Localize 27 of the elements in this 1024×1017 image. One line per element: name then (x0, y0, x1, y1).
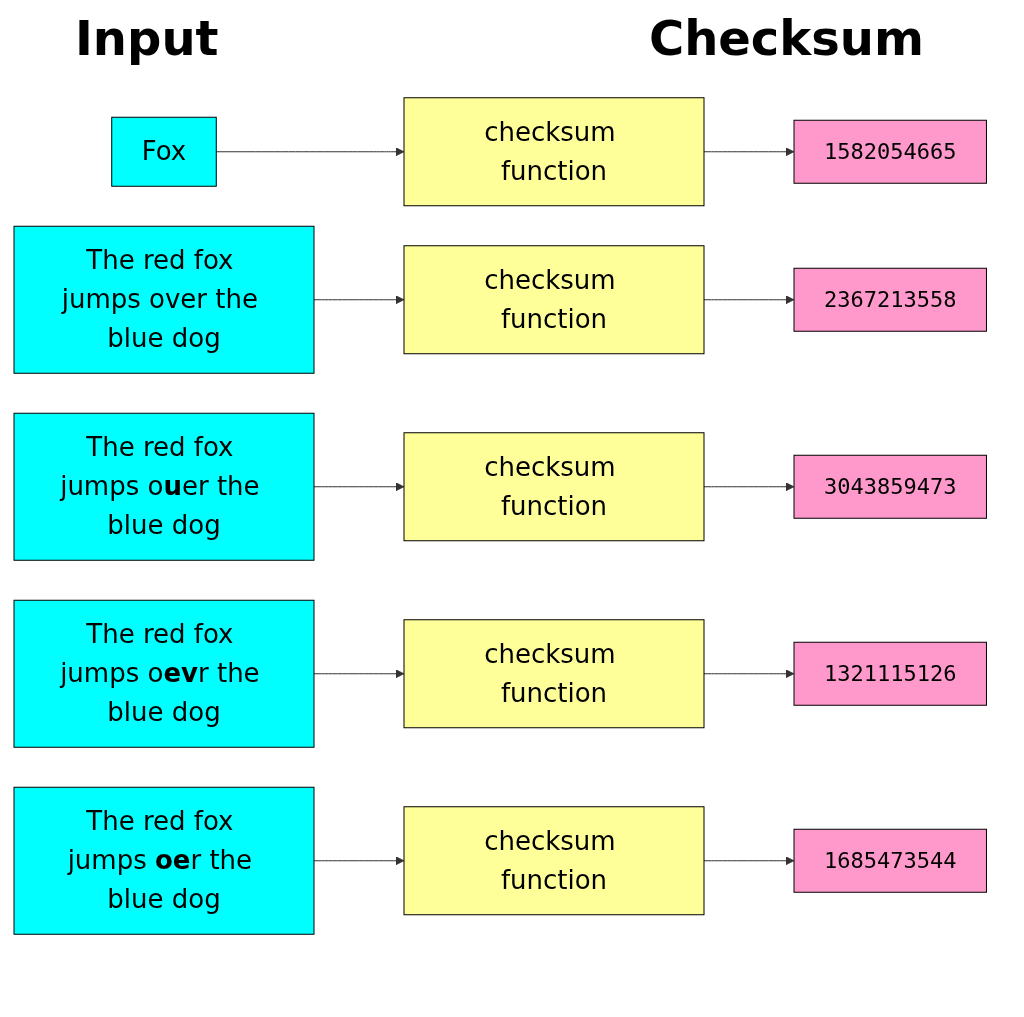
arrow (703, 856, 795, 866)
node-box: 1685473544 (793, 828, 987, 893)
node-box: checksum function (403, 245, 705, 355)
node-box: checksum function (403, 432, 705, 542)
node-box: 2367213558 (793, 267, 987, 332)
node-box: The red fox jumps oevr the blue dog (13, 599, 315, 748)
node-box: The red fox jumps over the blue dog (13, 225, 315, 374)
arrow (313, 856, 405, 866)
node-box: The red fox jumps ouer the blue dog (13, 412, 315, 561)
arrow (313, 669, 405, 679)
node-box: 1582054665 (793, 119, 987, 184)
node-box: checksum function (403, 806, 705, 916)
node-box: checksum function (403, 619, 705, 729)
arrow (703, 295, 795, 305)
arrow (703, 669, 795, 679)
node-box: Fox (111, 116, 217, 187)
arrow (703, 147, 795, 157)
node-box: 1321115126 (793, 641, 987, 706)
arrow (313, 295, 405, 305)
arrow (703, 482, 795, 492)
node-box: The red fox jumps oer the blue dog (13, 786, 315, 935)
column-heading: Checksum (648, 10, 924, 66)
node-box: checksum function (403, 97, 705, 207)
column-heading: Input (75, 10, 219, 66)
arrow (313, 482, 405, 492)
arrow (215, 147, 405, 157)
node-box: 3043859473 (793, 454, 987, 519)
